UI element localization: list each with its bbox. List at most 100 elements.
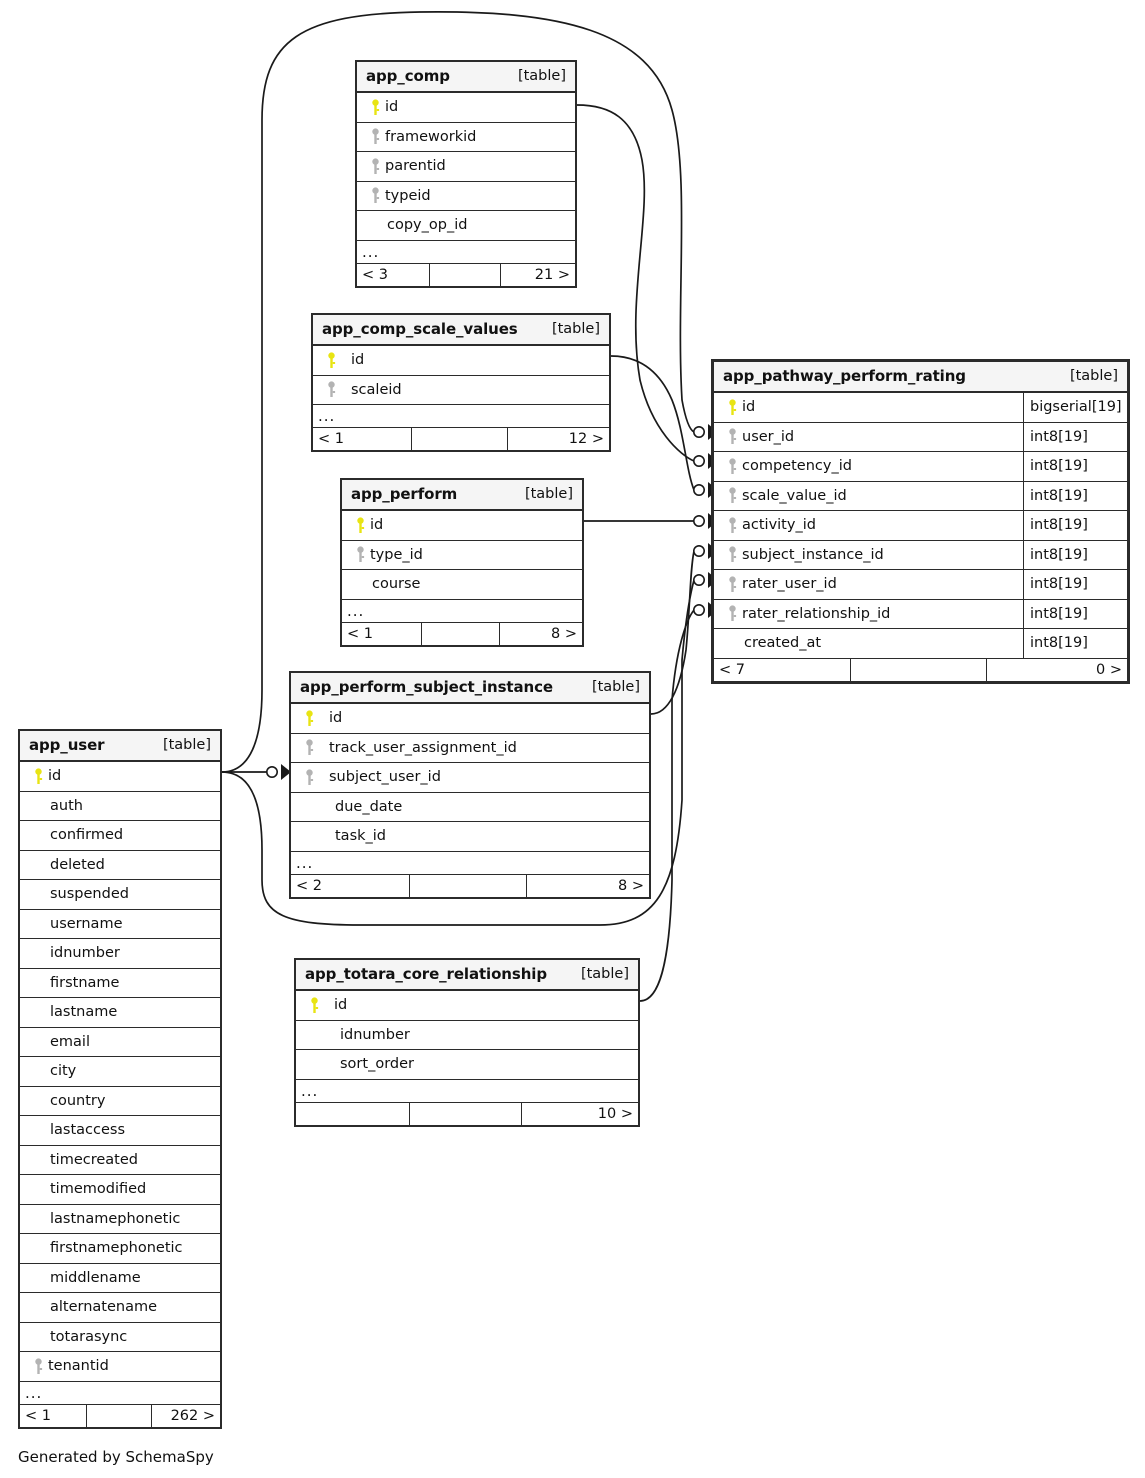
- column-row[interactable]: id: [291, 704, 649, 734]
- foreign-key-icon: [722, 605, 742, 622]
- column-row[interactable]: timemodified: [20, 1175, 220, 1205]
- column-row[interactable]: typeid: [357, 182, 575, 211]
- column-row[interactable]: copy_op_id: [357, 211, 575, 241]
- column-row[interactable]: activity_id int8[19]: [714, 511, 1127, 541]
- table-app_perform_subject_instance[interactable]: app_perform_subject_instance [table] id …: [289, 671, 651, 899]
- column-row[interactable]: created_at int8[19]: [714, 629, 1127, 659]
- foreign-key-icon: [299, 769, 319, 786]
- column-row[interactable]: lastname: [20, 998, 220, 1028]
- table-title: app_totara_core_relationship: [305, 965, 547, 983]
- column-row[interactable]: email: [20, 1028, 220, 1057]
- table-header: app_totara_core_relationship [table]: [296, 960, 638, 991]
- column-name: lastname: [50, 1004, 118, 1021]
- column-row[interactable]: timecreated: [20, 1146, 220, 1175]
- column-datatype: bigserial[19]: [1023, 393, 1127, 422]
- column-row[interactable]: deleted: [20, 851, 220, 880]
- column-row[interactable]: id bigserial[19]: [714, 393, 1127, 423]
- foreign-key-icon: [365, 187, 385, 204]
- footer-middle: [410, 428, 509, 450]
- column-row[interactable]: competency_id int8[19]: [714, 452, 1127, 482]
- table-app_totara_core_relationship[interactable]: app_totara_core_relationship [table] id …: [294, 958, 640, 1127]
- column-row[interactable]: firstname: [20, 969, 220, 998]
- column-row[interactable]: track_user_assignment_id: [291, 734, 649, 763]
- incoming-relations-count: < 3: [362, 266, 388, 283]
- column-row[interactable]: parentid: [357, 152, 575, 182]
- table-title: app_perform: [351, 485, 458, 503]
- table-title: app_comp: [366, 67, 450, 85]
- column-row[interactable]: city: [20, 1057, 220, 1087]
- column-name: firstname: [50, 974, 120, 991]
- column-row[interactable]: idnumber: [20, 939, 220, 969]
- column-row[interactable]: id: [296, 991, 638, 1021]
- column-datatype: int8[19]: [1023, 540, 1127, 569]
- column-row[interactable]: user_id int8[19]: [714, 422, 1127, 452]
- column-row[interactable]: idnumber: [296, 1021, 638, 1050]
- column-name: created_at: [744, 635, 822, 652]
- column-row[interactable]: alternatename: [20, 1293, 220, 1323]
- table-app_comp_scale_values[interactable]: app_comp_scale_values [table] id scaleid…: [311, 313, 611, 452]
- column-name: course: [372, 576, 421, 593]
- column-name: scale_value_id: [742, 487, 847, 504]
- table-footer: < 3 21 >: [357, 263, 575, 286]
- schemaspy-credit: Generated by SchemaSpy: [18, 1448, 214, 1466]
- column-row[interactable]: id: [20, 762, 220, 792]
- column-name: id: [385, 99, 399, 116]
- incoming-relations-count: < 1: [347, 625, 373, 642]
- foreign-key-icon: [28, 1358, 48, 1375]
- table-title: app_perform_subject_instance: [300, 678, 553, 696]
- column-name: confirmed: [50, 827, 124, 844]
- column-row[interactable]: due_date: [291, 793, 649, 822]
- table-footer: < 1 12 >: [313, 428, 609, 450]
- footer-middle: [409, 874, 528, 897]
- foreign-key-icon: [722, 517, 742, 534]
- column-row[interactable]: frameworkid: [357, 123, 575, 152]
- column-row[interactable]: tenantid: [20, 1352, 220, 1382]
- foreign-key-icon: [722, 458, 742, 475]
- column-row[interactable]: task_id: [291, 822, 649, 852]
- column-name: id: [329, 710, 343, 727]
- foreign-key-icon: [321, 381, 341, 398]
- column-row[interactable]: id: [357, 93, 575, 123]
- column-row[interactable]: course: [342, 570, 582, 600]
- column-row[interactable]: scaleid: [313, 376, 609, 405]
- column-row[interactable]: id: [313, 346, 609, 376]
- table-app_pathway_perform_rating[interactable]: app_pathway_perform_rating [table] id bi…: [711, 359, 1130, 684]
- column-row[interactable]: username: [20, 910, 220, 939]
- incoming-relations-count: < 1: [318, 431, 344, 447]
- column-row[interactable]: id: [342, 511, 582, 541]
- column-row[interactable]: auth: [20, 792, 220, 821]
- column-row[interactable]: lastaccess: [20, 1116, 220, 1146]
- column-row[interactable]: sort_order: [296, 1050, 638, 1080]
- column-name: username: [50, 915, 123, 932]
- column-row[interactable]: subject_user_id: [291, 763, 649, 793]
- footer-middle: [421, 622, 501, 645]
- column-name: email: [50, 1033, 90, 1050]
- column-row[interactable]: rater_user_id int8[19]: [714, 570, 1127, 600]
- table-app_user[interactable]: app_user [table] id auth confirmed delet…: [18, 729, 222, 1429]
- foreign-key-icon: [722, 546, 742, 563]
- column-row[interactable]: scale_value_id int8[19]: [714, 481, 1127, 511]
- column-name: firstnamephonetic: [50, 1240, 183, 1257]
- column-name: task_id: [335, 828, 387, 845]
- more-columns-ellipsis: ...: [313, 405, 609, 428]
- primary-key-icon: [321, 352, 341, 369]
- more-columns-ellipsis: ...: [291, 852, 649, 875]
- column-name: type_id: [370, 546, 423, 563]
- column-row[interactable]: rater_relationship_id int8[19]: [714, 599, 1127, 629]
- column-row[interactable]: totarasync: [20, 1323, 220, 1352]
- column-row[interactable]: suspended: [20, 880, 220, 910]
- column-row[interactable]: lastnamephonetic: [20, 1205, 220, 1234]
- table-app_comp[interactable]: app_comp [table] id frameworkid parentid: [355, 60, 577, 288]
- column-row[interactable]: subject_instance_id int8[19]: [714, 540, 1127, 570]
- column-row[interactable]: middlename: [20, 1264, 220, 1293]
- column-name: auth: [50, 797, 83, 814]
- table-app_perform[interactable]: app_perform [table] id type_id course ..…: [340, 478, 584, 647]
- table-footer: 10 >: [296, 1102, 638, 1125]
- column-row[interactable]: type_id: [342, 541, 582, 570]
- column-name: deleted: [50, 856, 105, 873]
- more-columns-ellipsis: ...: [357, 241, 575, 264]
- column-row[interactable]: confirmed: [20, 821, 220, 851]
- column-row[interactable]: firstnamephonetic: [20, 1234, 220, 1264]
- column-row[interactable]: country: [20, 1087, 220, 1116]
- column-name: id: [742, 399, 756, 416]
